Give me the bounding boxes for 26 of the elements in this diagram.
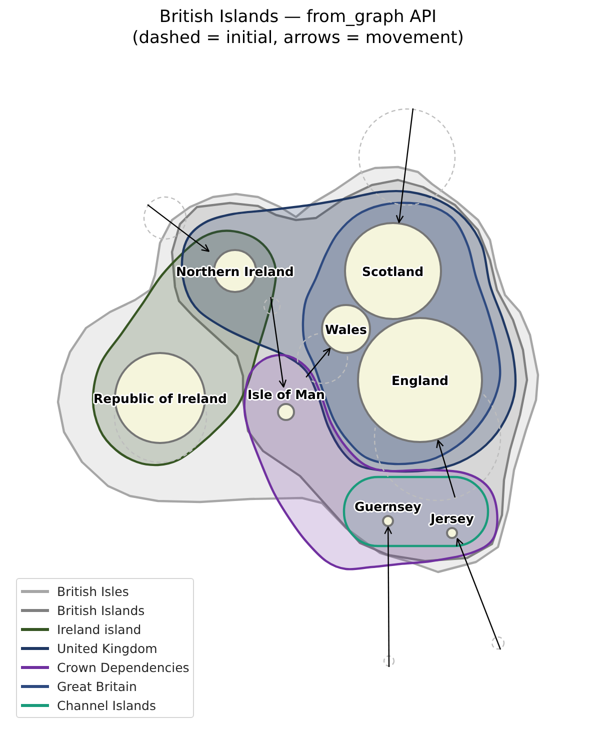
dashed-circle bbox=[358, 108, 456, 206]
place-label: England bbox=[392, 372, 448, 388]
arrow bbox=[270, 297, 287, 388]
arrow bbox=[306, 348, 331, 378]
place-label: Wales bbox=[325, 322, 367, 336]
dashed-circle bbox=[491, 636, 505, 650]
arrow bbox=[147, 204, 210, 252]
arrow bbox=[396, 108, 414, 223]
legend-label: Channel Islands bbox=[57, 698, 156, 712]
arrow bbox=[456, 538, 502, 650]
place-label: Guernsey bbox=[354, 499, 422, 514]
place-label: Republic of Ireland bbox=[94, 390, 227, 406]
arrow bbox=[384, 526, 392, 667]
place-label: Scotland bbox=[362, 264, 424, 278]
legend-label: United Kingdom bbox=[57, 640, 158, 656]
legend-label: Crown Dependencies bbox=[57, 660, 190, 674]
legend-label: British Islands bbox=[57, 602, 145, 618]
diagram-title: British Islands — from_graph API (dashed = initial, arrows = movement) bbox=[132, 7, 464, 49]
legend-label: British Isles bbox=[57, 584, 129, 598]
arrow bbox=[436, 440, 456, 498]
dashed-circle bbox=[263, 297, 281, 315]
legend-label: Ireland island bbox=[57, 622, 142, 636]
dashed-circle bbox=[383, 655, 395, 667]
dashed-circle bbox=[143, 196, 187, 240]
place-label: Jersey bbox=[430, 511, 474, 526]
legend-label: Great Britain bbox=[57, 678, 137, 694]
